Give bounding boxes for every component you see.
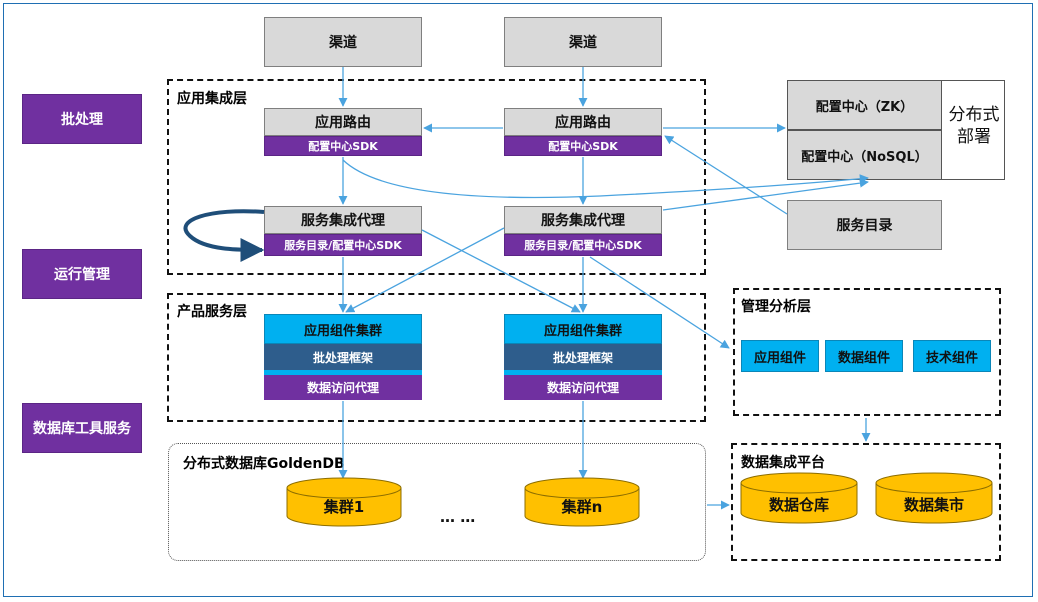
service-proxy-1-sdk-label: 服务目录/配置中心SDK (284, 239, 402, 252)
app-component: 应用组件 (741, 340, 819, 372)
tech-component: 技术组件 (913, 340, 991, 372)
app-router-2-sdk-label: 配置中心SDK (548, 140, 618, 153)
db-cluster-n-label: 集群n (561, 498, 603, 516)
arrow-proxy2-config-nosql (662, 178, 869, 211)
data-access-proxy-2-label: 数据访问代理 (546, 381, 619, 395)
service-catalog: 服务目录 (787, 200, 942, 250)
service-catalog-label: 服务目录 (836, 218, 893, 234)
config-center-nosql-label: 配置中心（NoSQL） (801, 149, 928, 165)
channel-label-2: 渠道 (569, 35, 597, 51)
app-router-2: 应用路由 (504, 108, 662, 136)
tech-component-label: 技术组件 (925, 350, 978, 366)
batch-framework-2: 批处理框架 (504, 344, 662, 370)
db-layer-title: 分布式数据库GoldenDB (183, 456, 345, 472)
channel-label-1: 渠道 (329, 35, 357, 51)
component-cluster-2: 应用组件集群 (504, 314, 662, 344)
arrow-router1-config-nosql (342, 159, 869, 199)
db-cluster-n: 集群n (524, 477, 640, 527)
data-warehouse-label: 数据仓库 (769, 496, 829, 514)
data-access-proxy-2: 数据访问代理 (504, 375, 662, 400)
service-proxy-1-sdk: 服务目录/配置中心SDK (264, 234, 422, 256)
arrow-proxy1-cluster2 (421, 229, 581, 313)
data-component-label: 数据组件 (837, 350, 890, 366)
app-router-1-sdk-label: 配置中心SDK (308, 140, 378, 153)
side-label-dbtools-text: 数据库工具服务 (33, 421, 131, 437)
side-label-ops-text: 运行管理 (54, 267, 110, 283)
product-service-layer (167, 293, 706, 422)
management-analysis-layer (733, 288, 1001, 416)
app-component-label: 应用组件 (753, 350, 806, 366)
cluster-ellipsis: … … (440, 508, 476, 526)
data-access-proxy-1-label: 数据访问代理 (306, 381, 379, 395)
config-center-zk-label: 配置中心（ZK） (815, 99, 914, 115)
data-warehouse: 数据仓库 (740, 472, 858, 524)
db-cluster-1: 集群1 (286, 477, 402, 527)
component-cluster-2-label: 应用组件集群 (543, 323, 622, 339)
side-label-batch: 批处理 (22, 94, 142, 144)
service-proxy-2-sdk-label: 服务目录/配置中心SDK (524, 239, 642, 252)
channel-box-1: 渠道 (264, 17, 422, 67)
batch-framework-2-label: 批处理框架 (552, 350, 613, 365)
outer-frame (3, 3, 1033, 597)
arrow-proxy2-cluster1 (345, 227, 505, 313)
config-center-zk: 配置中心（ZK） (787, 80, 942, 130)
config-center-nosql: 配置中心（NoSQL） (787, 130, 942, 180)
batch-framework-1-label: 批处理框架 (312, 350, 373, 365)
data-component: 数据组件 (825, 340, 903, 372)
data-integration-platform (731, 443, 1001, 561)
integration-title: 数据集成平台 (741, 455, 825, 471)
data-access-proxy-1: 数据访问代理 (264, 375, 422, 400)
app-router-1-sdk: 配置中心SDK (264, 136, 422, 156)
distributed-deploy-label: 分布式部署 (948, 105, 1000, 147)
service-proxy-1: 服务集成代理 (264, 206, 422, 234)
cluster-2-divider (504, 370, 662, 375)
service-proxy-2: 服务集成代理 (504, 206, 662, 234)
arrow-proxy2-mgmt (589, 256, 730, 349)
app-router-2-sdk: 配置中心SDK (504, 136, 662, 156)
arrow-catalog-router2 (664, 135, 788, 215)
mgmt-layer-title: 管理分析层 (741, 299, 811, 315)
batch-framework-1: 批处理框架 (264, 344, 422, 370)
data-mart: 数据集市 (875, 472, 993, 524)
side-label-batch-text: 批处理 (61, 112, 103, 128)
app-router-2-label: 应用路由 (555, 115, 611, 131)
distributed-db-layer (168, 443, 706, 561)
app-router-1: 应用路由 (264, 108, 422, 136)
product-layer-title: 产品服务层 (177, 304, 247, 320)
component-cluster-1: 应用组件集群 (264, 314, 422, 344)
channel-box-2: 渠道 (504, 17, 662, 67)
data-mart-label: 数据集市 (904, 496, 964, 514)
service-proxy-2-label: 服务集成代理 (541, 213, 625, 229)
db-cluster-1-label: 集群1 (323, 498, 364, 516)
component-cluster-1-label: 应用组件集群 (303, 323, 382, 339)
cluster-1-divider (264, 370, 422, 375)
app-integration-layer (167, 79, 706, 275)
side-label-ops: 运行管理 (22, 249, 142, 299)
service-proxy-1-label: 服务集成代理 (301, 213, 385, 229)
service-proxy-2-sdk: 服务目录/配置中心SDK (504, 234, 662, 256)
app-router-1-label: 应用路由 (315, 115, 371, 131)
app-layer-title: 应用集成层 (177, 91, 247, 107)
arrow-proxy1-self-loop (183, 209, 265, 262)
side-label-dbtools: 数据库工具服务 (22, 403, 142, 453)
